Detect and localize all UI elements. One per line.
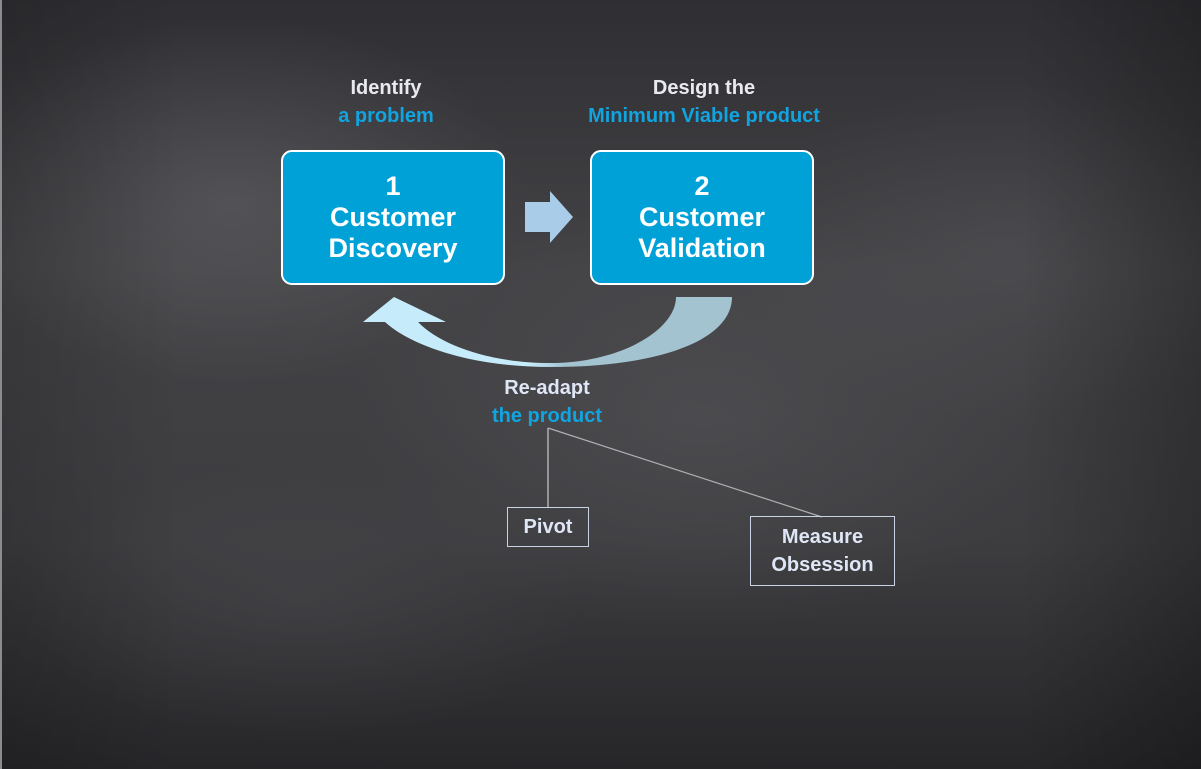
forward-arrow-icon xyxy=(525,191,573,243)
step1-number: 1 xyxy=(385,171,401,201)
measure-obsession-box: Measure Obsession xyxy=(750,516,895,586)
loop-caption: Re-adapt the product xyxy=(447,374,647,430)
step1-caption: Identify a problem xyxy=(286,74,486,130)
loop-caption-line1: Re-adapt xyxy=(504,377,590,399)
customer-discovery-box: 1 Customer Discovery xyxy=(281,150,505,285)
pivot-label: Pivot xyxy=(523,516,573,538)
measure-label-line2: Obsession xyxy=(771,554,874,576)
step2-title-line1: Customer xyxy=(638,202,766,232)
step2-caption-line2: Minimum Viable product xyxy=(588,105,820,127)
pivot-box: Pivot xyxy=(507,507,589,547)
step1-title-line2: Discovery xyxy=(328,233,458,263)
step2-number: 2 xyxy=(694,171,710,201)
step1-caption-line2: a problem xyxy=(338,105,434,127)
step2-caption: Design the Minimum Viable product xyxy=(554,74,854,130)
step1-title-line1: Customer xyxy=(329,202,457,232)
step2-title-line2: Validation xyxy=(638,233,766,263)
loop-caption-line2: the product xyxy=(492,405,602,427)
connector-line-measure xyxy=(547,427,823,518)
measure-label-line1: Measure xyxy=(781,526,864,548)
customer-validation-box: 2 Customer Validation xyxy=(590,150,814,285)
feedback-loop-arrow-icon xyxy=(363,297,732,367)
step1-caption-line1: Identify xyxy=(350,77,422,99)
step2-caption-line1: Design the xyxy=(652,77,756,99)
